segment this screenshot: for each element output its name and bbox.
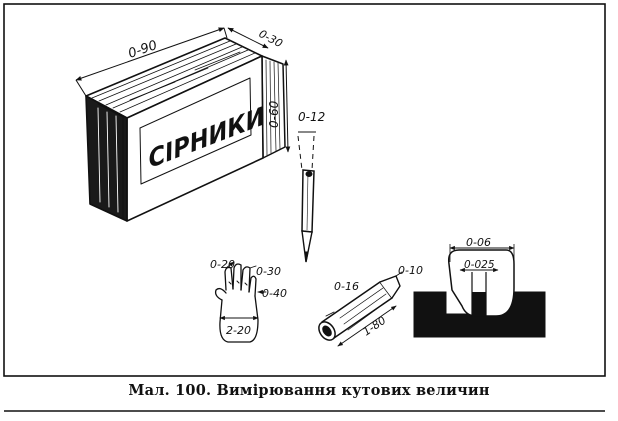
caption-prefix: Мал. 100.: [128, 382, 212, 399]
hand-label-top-left: 0-20: [210, 258, 235, 271]
figure-frame: [3, 3, 606, 377]
slot-block-tube: [447, 249, 515, 317]
hand-label-top-right: 0-30: [256, 265, 281, 278]
slot-block-label-inner: 0-025: [464, 259, 495, 271]
flashlight-label-left: 0-16: [334, 280, 359, 293]
hand-label-bottom: 2-20: [226, 324, 251, 337]
figure-caption: Мал. 100. Вимірювання кутових величин: [0, 382, 618, 399]
flashlight: [318, 271, 403, 347]
flashlight-label-right: 0-10: [398, 264, 423, 277]
pencil-tip: [301, 230, 313, 263]
pencil-label: 0-12: [298, 110, 325, 124]
matchbox-width-label: 0-30: [257, 27, 285, 50]
slot-block: [413, 244, 546, 338]
slot-block-label-outer: 0-06: [466, 236, 491, 249]
pencil: [297, 131, 316, 263]
matchbox-label-band: [139, 77, 252, 185]
matchbox-striker-side: [85, 95, 128, 222]
matchbox: [85, 37, 286, 222]
hand-label-side: 0-40: [262, 287, 287, 300]
caption-text: Вимірювання кутових величин: [216, 382, 490, 399]
matchbox-dimensions: [75, 27, 291, 153]
hand-palm: [219, 295, 259, 343]
hand: [214, 261, 267, 343]
matchbox-height-label: 0-60: [267, 100, 281, 128]
matchbox-length-label: 0-90: [126, 38, 159, 62]
